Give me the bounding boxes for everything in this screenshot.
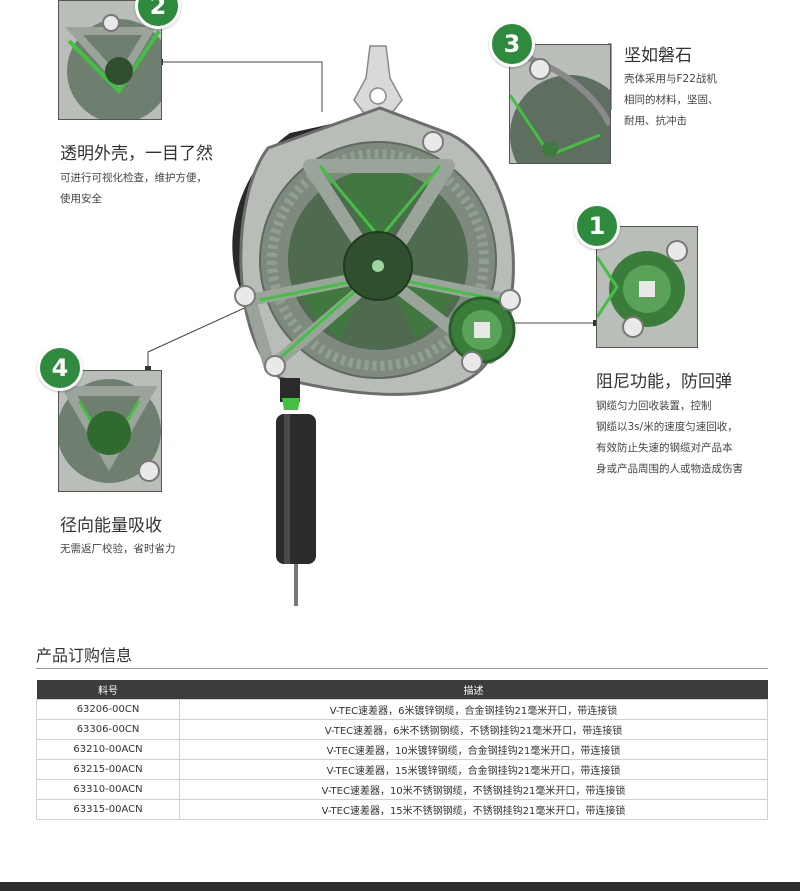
part-no-cell: 63210-00ACN xyxy=(36,739,180,760)
part-no-cell: 63306-00CN xyxy=(36,719,180,740)
order-info-title: 产品订购信息 xyxy=(36,646,133,665)
feature-4-title: 径向能量吸收 xyxy=(60,516,162,536)
feature-4-image xyxy=(58,370,162,492)
feature-3-title: 坚如磐石 xyxy=(624,46,692,66)
feature-badge-4: 4 xyxy=(37,345,83,391)
table-row: 63210-00ACN V-TEC速差器，10米镀锌钢缆，合金钢挂钩21毫米开口… xyxy=(36,739,768,760)
bottom-bar xyxy=(0,882,800,891)
part-no-cell: 63206-00CN xyxy=(36,699,180,720)
order-table: 料号 描述 63206-00CN V-TEC速差器，6米镀锌钢缆，合金钢挂钩21… xyxy=(36,680,768,820)
feature-1-image xyxy=(596,226,698,348)
feature-3-image xyxy=(509,44,611,164)
feature-1-desc: 钢缆匀力回收装置，控制 钢缆以3s/米的速度匀速回收， 有效防止失速的钢缆对产品… xyxy=(596,400,743,475)
feature-4-desc: 无需返厂校验，省时省力 xyxy=(60,543,176,555)
description-cell: V-TEC速差器，15米不锈钢钢缆，不锈钢挂钩21毫米开口，带连接锁 xyxy=(179,799,768,820)
description-cell: V-TEC速差器，15米镀锌钢缆，合金钢挂钩21毫米开口，带连接锁 xyxy=(179,759,768,780)
description-cell: V-TEC速差器，10米不锈钢钢缆，不锈钢挂钩21毫米开口，带连接锁 xyxy=(179,779,768,800)
part-no-cell: 63310-00ACN xyxy=(36,779,180,800)
header-description: 描述 xyxy=(179,680,768,700)
table-row: 63215-00ACN V-TEC速差器，15米镀锌钢缆，合金钢挂钩21毫米开口… xyxy=(36,759,768,780)
table-row: 63206-00CN V-TEC速差器，6米镀锌钢缆，合金钢挂钩21毫米开口，带… xyxy=(36,699,768,720)
feature-2-desc: 可进行可视化检查，维护方便， 使用安全 xyxy=(60,172,207,205)
description-cell: V-TEC速差器，6米不锈钢钢缆，不锈钢挂钩21毫米开口，带连接锁 xyxy=(179,719,768,740)
table-row: 63315-00ACN V-TEC速差器，15米不锈钢钢缆，不锈钢挂钩21毫米开… xyxy=(36,799,768,820)
feature-1-title: 阻尼功能，防回弹 xyxy=(596,372,732,392)
feature-3-desc: 壳体采用与F22战机 相同的材料，坚固、 耐用、抗冲击 xyxy=(624,73,719,127)
header-part-no: 料号 xyxy=(36,680,180,700)
table-header-row: 料号 描述 xyxy=(36,680,768,700)
part-no-cell: 63215-00ACN xyxy=(36,759,180,780)
part-no-cell: 63315-00ACN xyxy=(36,799,180,820)
table-row: 63310-00ACN V-TEC速差器，10米不锈钢钢缆，不锈钢挂钩21毫米开… xyxy=(36,779,768,800)
cable-grip xyxy=(276,414,316,564)
table-row: 63306-00CN V-TEC速差器，6米不锈钢钢缆，不锈钢挂钩21毫米开口，… xyxy=(36,719,768,740)
description-cell: V-TEC速差器，10米镀锌钢缆，合金钢挂钩21毫米开口，带连接锁 xyxy=(179,739,768,760)
section-divider xyxy=(36,668,768,669)
feature-2-title: 透明外壳，一目了然 xyxy=(60,144,213,164)
feature-badge-3: 3 xyxy=(489,21,535,67)
description-cell: V-TEC速差器，6米镀锌钢缆，合金钢挂钩21毫米开口，带连接锁 xyxy=(179,699,768,720)
product-illustration xyxy=(232,45,521,606)
triangle-frame xyxy=(303,159,455,281)
feature-badge-1: 1 xyxy=(574,203,620,249)
